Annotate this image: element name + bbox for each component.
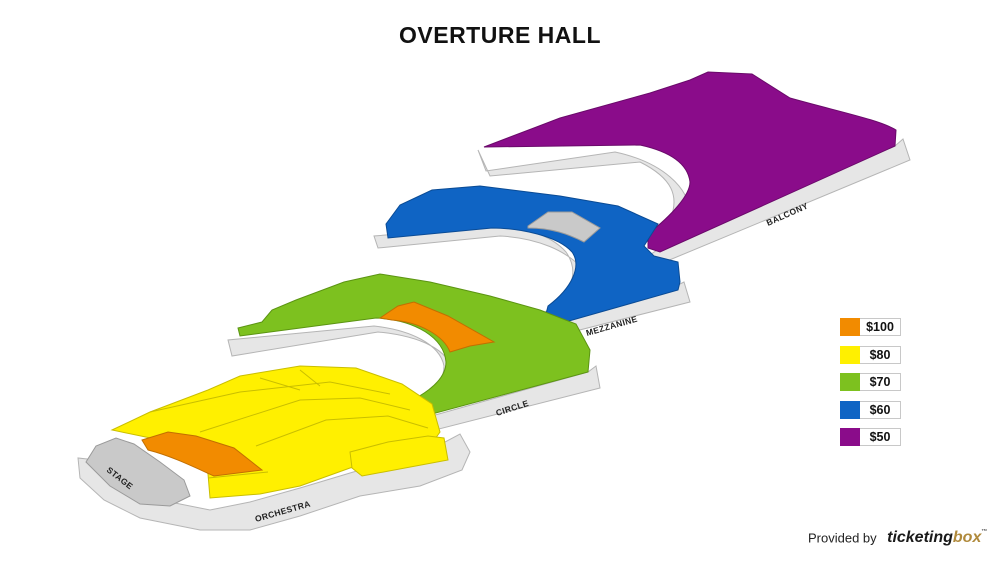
legend-item-100: $100 [840, 318, 902, 336]
logo-text-ticketing: ticketing [887, 529, 953, 546]
legend-price-50: $50 [860, 428, 901, 446]
orchestra-base [77, 433, 471, 531]
mezzanine-base [373, 225, 691, 339]
circle-section[interactable] [237, 273, 591, 429]
legend-swatch-80 [840, 345, 860, 364]
trademark-symbol: ™ [981, 528, 988, 535]
legend-price-100: $100 [860, 318, 901, 336]
mezzanine-section[interactable] [385, 185, 681, 326]
orchestra-side-section[interactable] [349, 435, 449, 477]
legend-item-70: $70 [840, 373, 902, 391]
mezzanine-level: MEZZANINE [373, 185, 691, 339]
orchestra-level: STAGE ORCHESTRA [77, 365, 471, 531]
legend-item-80: $80 [840, 345, 902, 364]
legend-price-70: $70 [860, 373, 901, 391]
credit-prefix: Provided by [808, 530, 877, 546]
logo-text-box: box [952, 529, 982, 546]
stage [85, 437, 191, 507]
legend-swatch-100 [840, 318, 860, 336]
legend-price-60: $60 [860, 400, 901, 419]
circle-price-100-section[interactable] [378, 301, 496, 353]
legend-price-80: $80 [860, 345, 901, 364]
provider-credit: Provided by ticketingbox™ [808, 529, 987, 549]
legend-swatch-50 [840, 428, 860, 446]
mezzanine-unavailable [527, 211, 601, 243]
page-title: OVERTURE HALL [399, 22, 601, 48]
balcony-base [477, 138, 911, 267]
orchestra-price-100-section[interactable] [141, 431, 264, 477]
legend-item-60: $60 [840, 400, 902, 419]
legend-item-50: $50 [840, 428, 902, 446]
legend-swatch-60 [840, 400, 860, 419]
legend-swatch-70 [840, 373, 860, 391]
ticketingbox-logo[interactable]: ticketingbox™ [887, 529, 987, 546]
price-legend: $100 $80 $70 $60 $50 [840, 318, 902, 456]
orchestra-row-lines [149, 369, 429, 479]
